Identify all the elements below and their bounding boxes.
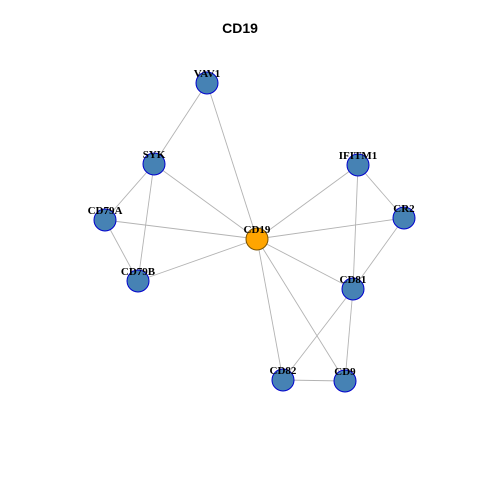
node-vav1 [195, 71, 219, 95]
node-label-syk: SYK [143, 149, 166, 161]
node-label-cd79a: CD79A [88, 205, 123, 217]
node-label-cd79b: CD79B [121, 266, 156, 278]
node-label-cr2: CR2 [393, 203, 415, 215]
node-label-cd9: CD9 [334, 366, 356, 378]
edge-cd19-cd82 [256, 238, 284, 381]
node-label-cd19: CD19 [244, 224, 271, 236]
node-label-ifitm1: IFITM1 [339, 150, 378, 162]
edge-cd19-vav1 [206, 82, 258, 240]
node-layer [93, 71, 416, 393]
edge-cd19-cd79b [137, 238, 258, 282]
edge-cd19-ifitm1 [256, 164, 359, 240]
edge-ifitm1-cd81 [352, 164, 359, 290]
node-cd79a [93, 208, 117, 232]
node-label-cd82: CD82 [270, 365, 297, 377]
node-label-cd81: CD81 [340, 274, 367, 286]
edge-syk-cd79a [104, 163, 155, 221]
edge-ifitm1-cr2 [357, 164, 405, 219]
edge-cd79a-cd79b [104, 219, 139, 282]
diagram-title: CD19 [222, 20, 258, 36]
edge-cd19-cr2 [256, 217, 405, 240]
node-cd82 [271, 368, 295, 392]
edge-syk-cd79b [137, 163, 155, 282]
edge-vav1-syk [153, 82, 208, 165]
edge-cd19-cd79a [104, 219, 258, 240]
node-label-vav1: VAV1 [194, 68, 221, 80]
node-cd79b [126, 269, 150, 293]
node-cd19 [245, 227, 269, 251]
edge-layer [104, 82, 405, 382]
node-cd81 [341, 277, 365, 301]
edge-cd19-syk [153, 163, 258, 240]
edge-cd19-cd9 [256, 238, 346, 382]
node-syk [142, 152, 166, 176]
edge-cr2-cd81 [352, 217, 405, 290]
edge-cd81-cd9 [344, 288, 354, 382]
node-ifitm1 [346, 153, 370, 177]
node-cr2 [392, 206, 416, 230]
edge-cd19-cd81 [256, 238, 354, 290]
edge-cd81-cd82 [282, 288, 354, 381]
node-cd9 [333, 369, 357, 393]
